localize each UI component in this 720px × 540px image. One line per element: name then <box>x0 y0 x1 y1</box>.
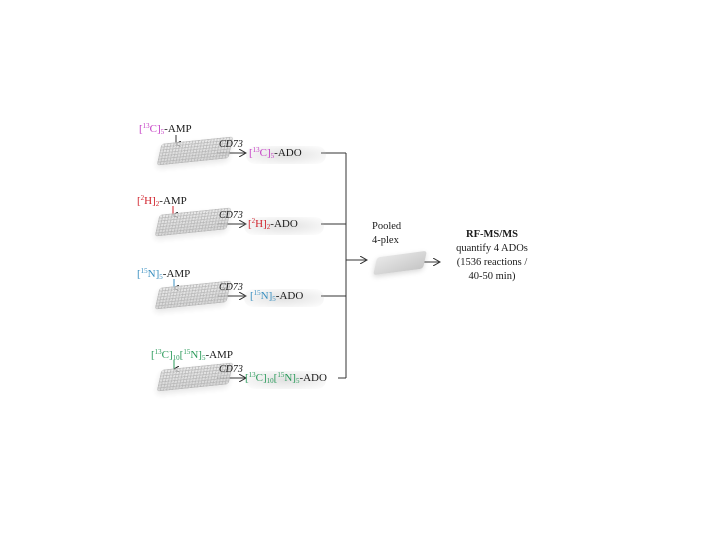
enzyme-label-row-4: CD73 <box>219 364 243 375</box>
readout-block: RF-MS/MS quantify 4 ADOs (1536 reactions… <box>444 228 540 284</box>
product-label-row-1: [13C]5-ADO <box>249 146 302 160</box>
enzyme-label-row-3: CD73 <box>219 282 243 293</box>
product-label-row-3: [15N]5-ADO <box>250 289 304 303</box>
substrate-label-row-3: [15N]5-AMP <box>137 267 191 281</box>
enzyme-label-row-1: CD73 <box>219 139 243 150</box>
readout-line-2: (1536 reactions / <box>456 257 528 268</box>
readout-title: RF-MS/MS <box>466 229 518 240</box>
plate-row-3 <box>154 280 232 310</box>
enzyme-label-row-2: CD73 <box>219 210 243 221</box>
pooled-label: Pooled 4-plex <box>372 220 401 248</box>
product-label-row-4: [13C]10[15N]5-ADO <box>245 371 327 385</box>
substrate-label-row-1: [13C]5-AMP <box>139 122 192 136</box>
product-glow-row-3 <box>244 289 324 307</box>
pooled-line-2: 4-plex <box>372 235 399 246</box>
readout-line-1: quantify 4 ADOs <box>456 243 528 254</box>
pooled-line-1: Pooled <box>372 221 402 232</box>
plate-row-2 <box>154 207 232 237</box>
product-glow-row-1 <box>246 146 326 164</box>
readout-line-3: 40-50 min) <box>468 271 516 282</box>
product-label-row-2: [2H]2-ADO <box>248 217 298 231</box>
substrate-label-row-2: [2H]2-AMP <box>137 194 187 208</box>
product-glow-row-2 <box>244 217 324 235</box>
pooled-plate <box>373 250 427 276</box>
product-glow-row-4 <box>246 371 326 389</box>
substrate-label-row-4: [13C]10[15N]5-AMP <box>151 348 233 362</box>
